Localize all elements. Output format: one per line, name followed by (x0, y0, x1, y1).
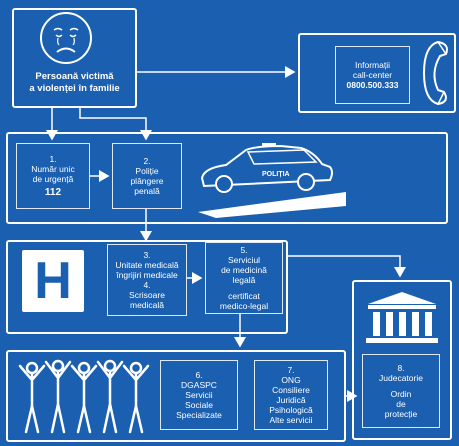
step5-l2: Serviciul (227, 255, 261, 265)
step6-l4: Sociale (185, 400, 213, 410)
step6-box: 6. DGASPC Servicii Sociale Specializate (160, 360, 238, 430)
step2-line1: 2. (143, 156, 151, 166)
hospital-icon: H (22, 250, 84, 312)
step6-l3: Servicii (185, 390, 213, 400)
step1-box: 1. Număr unic de urgență 112 (16, 143, 90, 209)
step1-line2: Număr unic (31, 164, 75, 174)
step34-l1: 3. (143, 250, 151, 260)
info-panel (298, 33, 456, 113)
court-panel (352, 280, 452, 440)
step2-line4: penală (134, 186, 160, 196)
step2-line2: Poliție (135, 166, 159, 176)
step7-l3: Consiliere (272, 385, 310, 395)
step6-l1: 6. (195, 370, 203, 380)
step5-l5: certificat (228, 291, 260, 301)
services-panel (6, 350, 346, 442)
victim-label: Persoană victimă a violenței în familie (12, 71, 137, 95)
step34-l4: 4. (143, 280, 151, 290)
info-box: Informații call-center 0800.500.333 (335, 46, 410, 104)
hospital-letter: H (34, 252, 72, 310)
step34-l6: medicală (129, 300, 165, 310)
step34-l2: Unitate medicală (115, 260, 179, 270)
victim-label-line1: Persoană victimă (35, 71, 114, 82)
step8-box: 8. Judecatorie Ordin de protecție (362, 354, 440, 428)
step6-l5: Specializate (176, 410, 222, 420)
step7-box: 7. ONG Consiliere Juridică Psihologică A… (254, 360, 328, 430)
info-line1: Informații (355, 60, 390, 70)
victim-label-line2: a violenței în familie (29, 83, 120, 94)
step2-line3: plângere (130, 176, 164, 186)
info-phone: 0800.500.333 (346, 80, 399, 90)
step1-number: 112 (44, 187, 62, 198)
step8-l1: 8. (397, 363, 405, 373)
step34-box: 3. Unitate medicală îngrijiri medicale 4… (107, 244, 187, 316)
step5-l3: de medicină (221, 265, 267, 275)
step5-l6: medico-legal (219, 301, 269, 311)
step34-l5: Scrisoare (129, 290, 165, 300)
step5-l4: legală (232, 275, 256, 285)
step7-l2: ONG (281, 375, 301, 385)
info-line2: call-center (352, 70, 393, 80)
arrow-medical-court (288, 255, 406, 278)
step7-l6: Alte servicii (269, 415, 313, 425)
step7-l4: Juridică (276, 395, 306, 405)
step34-l3: îngrijiri medicale (116, 270, 178, 280)
emergency-panel (6, 132, 448, 224)
step1-line3: de urgență (32, 174, 74, 184)
step8-l4: de (396, 399, 406, 409)
step8-l5: protecție (384, 409, 418, 419)
step5-box: 5. Serviciul de medicină legală certific… (205, 242, 283, 314)
step6-l2: DGASPC (181, 380, 217, 390)
step7-l1: 7. (287, 365, 295, 375)
step1-line1: 1. (49, 154, 57, 164)
step8-l2: Judecatorie (379, 373, 423, 383)
step8-l3: Ordin (390, 389, 412, 399)
step7-l5: Psihologică (269, 405, 313, 415)
step2-box: 2. Poliție plângere penală (112, 143, 182, 209)
victim-panel (12, 8, 137, 108)
step5-l1: 5. (240, 245, 248, 255)
